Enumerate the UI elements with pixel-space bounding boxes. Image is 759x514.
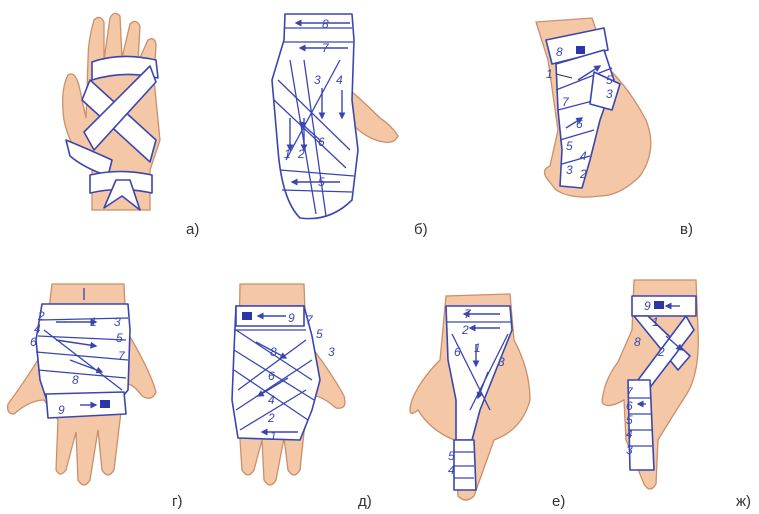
num-b-5: 5 [318, 175, 325, 189]
num-d2-6: 6 [268, 369, 275, 383]
num-d2-7: 7 [306, 313, 314, 327]
panel-label-zh: ж) [736, 493, 751, 510]
num-b-7: 7 [322, 41, 330, 55]
num-zh-1: 1 [652, 315, 659, 329]
num-zh-4: 4 [626, 427, 633, 441]
bandage-pin-d1 [100, 400, 110, 408]
num-e-6: 6 [454, 345, 461, 359]
num-d1-3: 3 [114, 315, 121, 329]
num-zh-8: 8 [634, 335, 641, 349]
num-d1-6: 6 [30, 335, 37, 349]
num-c-6: 6 [576, 117, 583, 131]
turn-numbers: 8 7 3 4 6 1 2 5 8 1 5 3 7 6 5 4 3 2 2 4 … [30, 17, 665, 477]
num-d2-2: 2 [267, 411, 275, 425]
num-d1-4: 4 [34, 322, 41, 336]
num-zh-6: 6 [626, 399, 633, 413]
num-d2-9: 9 [288, 311, 295, 325]
panel-label-a: а) [186, 221, 199, 238]
num-d1-5: 5 [116, 331, 123, 345]
num-b-1: 1 [284, 147, 291, 161]
num-d1-9: 9 [58, 403, 65, 417]
bandage-a-knot [103, 179, 141, 211]
num-zh-9: 9 [644, 299, 651, 313]
num-b-6: 6 [318, 135, 325, 149]
thumb-b [349, 88, 399, 144]
num-d2-3: 3 [328, 345, 335, 359]
bandage-e-finger [453, 439, 477, 491]
panel-label-b: б) [414, 221, 428, 238]
num-c-8: 8 [556, 45, 563, 59]
num-d1-1: 1 [90, 315, 97, 329]
panel-label-d2: д) [358, 493, 372, 510]
bandage-pin-d2 [242, 312, 252, 320]
bandage-c-thumb [589, 71, 621, 111]
num-zh-5: 5 [626, 413, 633, 427]
num-d1-7: 7 [118, 349, 126, 363]
num-d2-8: 8 [270, 345, 277, 359]
panel-zh-figure [601, 279, 699, 490]
num-d2-4: 4 [268, 393, 275, 407]
num-c-3a: 3 [606, 87, 613, 101]
panel-label-e: е) [552, 493, 565, 510]
panel-a-figure [62, 12, 161, 211]
bandage-d2-body [231, 305, 321, 441]
panel-c-figure [535, 17, 652, 198]
bandage-e-body [445, 305, 513, 441]
num-zh-3: 3 [626, 443, 633, 457]
num-d1-8: 8 [72, 373, 79, 387]
panel-label-c: в) [680, 221, 693, 238]
num-c-5a: 5 [606, 73, 613, 87]
bandage-a-cross-2 [83, 65, 157, 151]
num-c-4: 4 [580, 149, 587, 163]
num-c-5b: 5 [566, 139, 573, 153]
bandage-pin-zh [654, 301, 664, 309]
panel-labels: а) б) в) г) д) е) ж) [172, 221, 751, 510]
panel-label-d1: г) [172, 493, 182, 510]
bandage-pin-c [576, 46, 585, 54]
num-d2-5: 5 [316, 327, 323, 341]
num-b-3: 3 [314, 73, 321, 87]
num-d2-1: 1 [270, 429, 277, 443]
num-e-4: 4 [448, 463, 455, 477]
num-b-8: 8 [322, 17, 329, 31]
num-c-2: 2 [579, 167, 587, 181]
bandage-zh-finger [627, 379, 655, 471]
num-b-2: 2 [297, 147, 305, 161]
panel-d1-figure [6, 283, 157, 486]
num-e-7: 7 [464, 307, 472, 321]
panel-d2-figure [231, 283, 346, 486]
num-d1-2: 2 [37, 309, 45, 323]
num-e-2: 2 [461, 323, 469, 337]
num-zh-7: 7 [626, 385, 634, 399]
num-e-3: 3 [498, 355, 505, 369]
num-e-5: 5 [448, 449, 455, 463]
panel-e-figure [409, 293, 531, 501]
num-b-4: 4 [336, 73, 343, 87]
num-c-7: 7 [562, 95, 570, 109]
panel-b-figure [271, 13, 399, 220]
num-c-1: 1 [546, 67, 553, 81]
num-e-1: 1 [474, 341, 481, 355]
num-c-3b: 3 [566, 163, 573, 177]
num-zh-2: 2 [657, 345, 665, 359]
